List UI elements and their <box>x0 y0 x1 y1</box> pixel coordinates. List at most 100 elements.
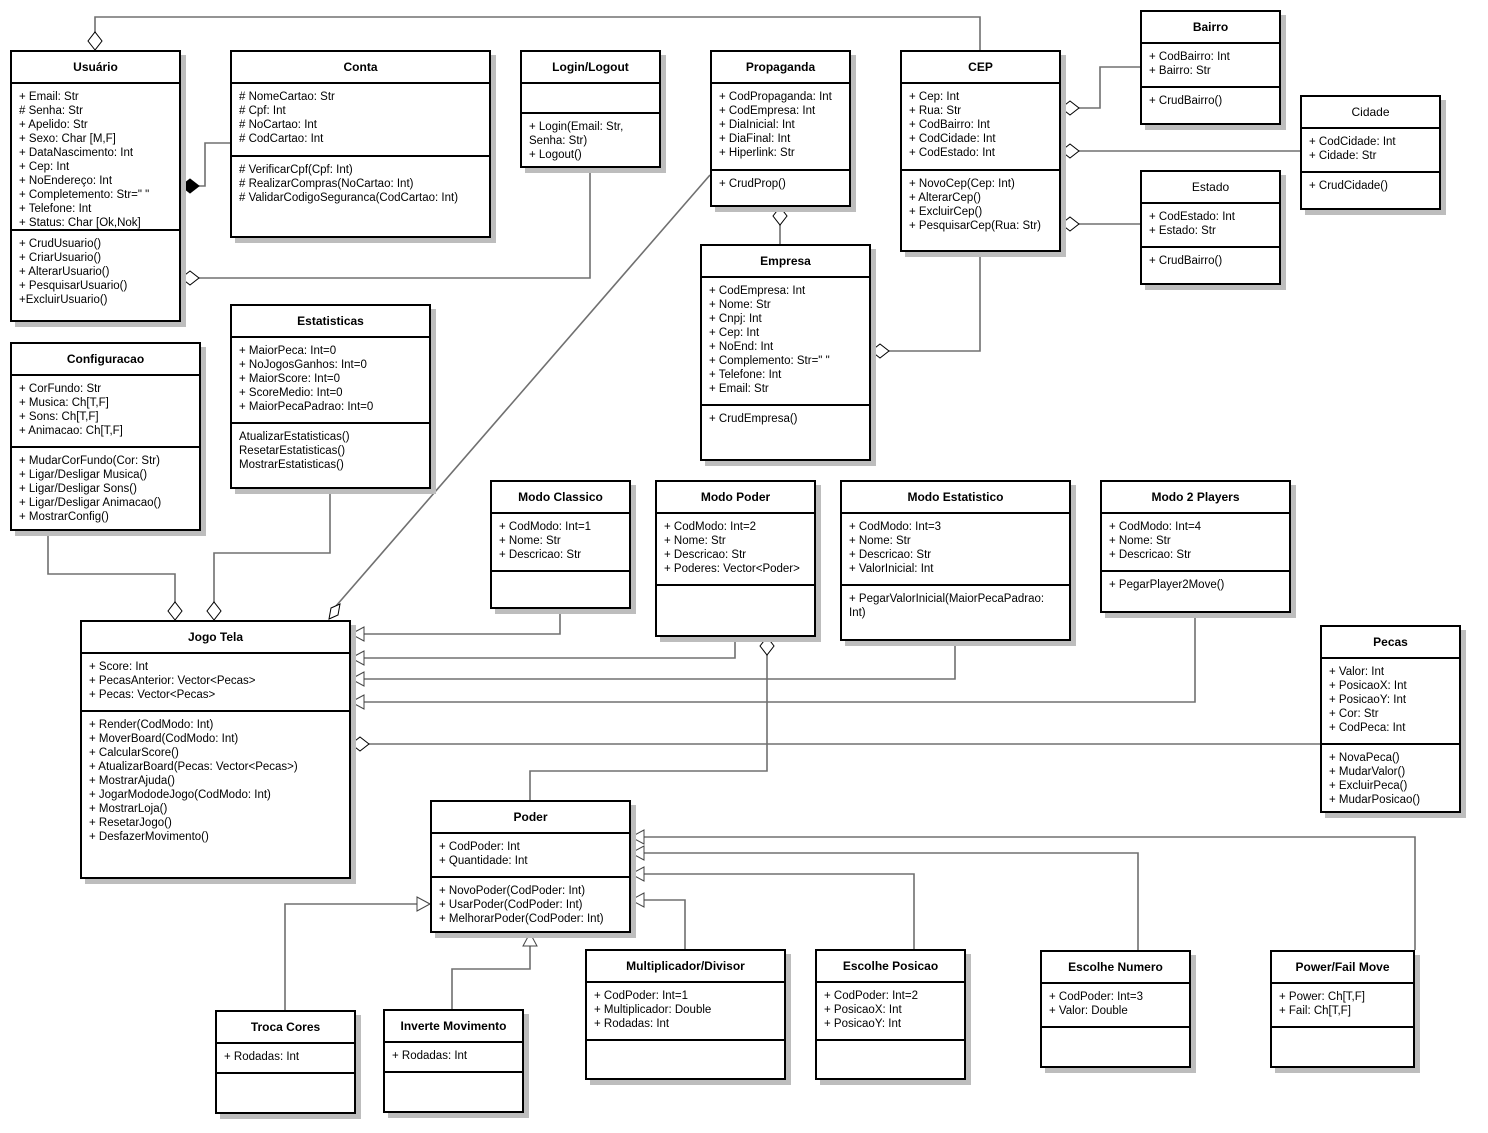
class-inverte-movimento[interactable]: Inverte Movimento+ Rodadas: Int <box>383 1009 524 1113</box>
generalization-arrow <box>349 626 365 642</box>
attribute: + NoEndereço: Int <box>19 175 113 187</box>
class-escolhe-numero[interactable]: Escolhe Numero+ CodPoder: Int=3+ Valor: … <box>1040 950 1191 1068</box>
aggregation-diamond <box>87 31 103 51</box>
aggregation-diamond <box>870 343 890 359</box>
generalization-troca-cores <box>284 903 417 1010</box>
method: + ResetarJogo() <box>89 817 172 829</box>
aggregation-diamond <box>167 601 183 621</box>
attribute: # NomeCartao: Str <box>239 91 335 103</box>
attribute: + Hiperlink: Str <box>719 147 795 159</box>
methods-compartment <box>492 572 629 607</box>
class-bairro[interactable]: Bairro+ CodBairro: Int+ Bairro: Str+ Cru… <box>1140 10 1281 125</box>
generalization-escolhe-posicao <box>644 873 915 949</box>
attributes-compartment: + CodModo: Int=1+ Nome: Str+ Descricao: … <box>492 514 629 572</box>
class-login-logout[interactable]: Login/Logout+ Login(Email: Str, Senha: S… <box>520 50 661 168</box>
method: + NovoPoder(CodPoder: Int) <box>439 885 586 897</box>
methods-compartment: + PegarValorInicial(MaiorPecaPadrao: Int… <box>842 586 1069 639</box>
attribute: + Pecas: Vector<Pecas> <box>89 689 216 701</box>
attribute: + MaiorPeca: Int=0 <box>239 345 337 357</box>
attribute: + CodModo: Int=1 <box>499 521 592 533</box>
attributes-compartment: + Email: Str# Senha: Str+ Apelido: Str+ … <box>12 84 179 231</box>
attribute: + PosicaoX: Int <box>824 1004 902 1016</box>
attribute: + Sons: Ch[T,F] <box>19 411 99 423</box>
method: + PesquisarUsuario() <box>19 280 128 292</box>
attribute: + PecasAnterior: Vector<Pecas> <box>89 675 256 687</box>
attribute: + Descricao: Str <box>499 549 582 561</box>
class-estatisticas[interactable]: Estatisticas+ MaiorPeca: Int=0+ NoJogosG… <box>230 304 431 489</box>
generalization-arrow <box>629 892 645 908</box>
methods-compartment <box>817 1041 964 1078</box>
class-escolhe-posicao[interactable]: Escolhe Posicao+ CodPoder: Int=2+ Posica… <box>815 949 966 1080</box>
class-modo-classico[interactable]: Modo Classico+ CodModo: Int=1+ Nome: Str… <box>490 480 631 609</box>
class-pecas[interactable]: Pecas+ Valor: Int+ PosicaoX: Int+ Posica… <box>1320 625 1461 813</box>
attribute: + DiaFinal: Int <box>719 133 791 145</box>
attribute: + MaiorPecaPadrao: Int=0 <box>239 401 374 413</box>
class-troca-cores[interactable]: Troca Cores+ Rodadas: Int <box>215 1010 356 1114</box>
methods-compartment: + MudarCorFundo(Cor: Str)+ Ligar/Desliga… <box>12 448 199 529</box>
attribute: + Apelido: Str <box>19 119 88 131</box>
method: + CrudBairro() <box>1149 255 1223 267</box>
class-name: Conta <box>232 52 489 84</box>
class-name: CEP <box>902 52 1059 84</box>
class-poder[interactable]: Poder+ CodPoder: Int+ Quantidade: Int+ N… <box>430 800 631 933</box>
attributes-compartment: + CodPoder: Int+ Quantidade: Int <box>432 834 629 878</box>
class-modo-poder[interactable]: Modo Poder+ CodModo: Int=2+ Nome: Str+ D… <box>655 480 816 637</box>
attribute: + Cidade: Str <box>1309 150 1377 162</box>
aggregation-diamond <box>328 603 341 620</box>
methods-compartment <box>217 1074 354 1112</box>
attribute: + DiaInicial: Int <box>719 119 795 131</box>
method: + CrudBairro() <box>1149 95 1223 107</box>
class-power-fail-move[interactable]: Power/Fail Move+ Power: Ch[T,F]+ Fail: C… <box>1270 950 1415 1068</box>
method: + PesquisarCep(Rua: Str) <box>909 220 1041 232</box>
attributes-compartment: + Rodadas: Int <box>217 1044 354 1074</box>
attribute: + CodCidade: Int <box>909 133 996 145</box>
attribute: + Complemento: Str=" " <box>709 355 830 367</box>
method: # RealizarCompras(NoCartao: Int) <box>239 178 414 190</box>
method: + UsarPoder(CodPoder: Int) <box>439 899 583 911</box>
method: + MostrarConfig() <box>19 511 109 523</box>
class-multiplicador-divisor[interactable]: Multiplicador/Divisor+ CodPoder: Int=1+ … <box>585 949 786 1080</box>
aggregation-diamond <box>180 270 200 286</box>
class-cidade[interactable]: Cidade+ CodCidade: Int+ Cidade: Str+ Cru… <box>1300 95 1441 210</box>
class-configuracao[interactable]: Configuracao+ CorFundo: Str+ Musica: Ch[… <box>10 342 201 531</box>
attribute: + Cnpj: Int <box>709 313 762 325</box>
aggregation-diamond <box>206 601 222 621</box>
methods-compartment: + CrudEmpresa() <box>702 406 869 459</box>
methods-compartment: + NovaPeca()+ MudarValor()+ ExcluirPeca(… <box>1322 745 1459 811</box>
attributes-compartment: + Valor: Int+ PosicaoX: Int+ PosicaoY: I… <box>1322 659 1459 745</box>
class-name: Bairro <box>1142 12 1279 44</box>
method: # ValidarCodigoSeguranca(CodCartao: Int) <box>239 192 459 204</box>
class-propaganda[interactable]: Propaganda+ CodPropaganda: Int+ CodEmpre… <box>710 50 851 207</box>
generalization-arrow <box>522 931 538 947</box>
class-name: Escolhe Posicao <box>817 951 964 983</box>
attribute: + Email: Str <box>709 383 769 395</box>
attribute: + Nome: Str <box>664 535 726 547</box>
attribute: + Cep: Int <box>19 161 70 173</box>
method: + CrudEmpresa() <box>709 413 798 425</box>
attribute: + Email: Str <box>19 91 79 103</box>
class-cep[interactable]: CEP+ Cep: Int+ Rua: Str+ CodBairro: Int+… <box>900 50 1061 252</box>
class-name: Usuário <box>12 52 179 84</box>
attributes-compartment: + Power: Ch[T,F]+ Fail: Ch[T,F] <box>1272 984 1413 1028</box>
attribute: + Telefone: Int <box>19 203 92 215</box>
class-jogo-tela[interactable]: Jogo Tela+ Score: Int+ PecasAnterior: Ve… <box>80 620 351 879</box>
attribute: + Valor: Int <box>1329 666 1385 678</box>
class-empresa[interactable]: Empresa+ CodEmpresa: Int+ Nome: Str+ Cnp… <box>700 244 871 461</box>
class-usuario[interactable]: Usuário+ Email: Str# Senha: Str+ Apelido… <box>10 50 181 322</box>
class-name: Power/Fail Move <box>1272 952 1413 984</box>
methods-compartment <box>1272 1028 1413 1066</box>
attribute: + Rodadas: Int <box>392 1050 468 1062</box>
method: + JogarMododeJogo(CodModo: Int) <box>89 789 271 801</box>
attribute: + CodBairro: Int <box>909 119 990 131</box>
class-conta[interactable]: Conta# NomeCartao: Str# Cpf: Int# NoCart… <box>230 50 491 238</box>
class-modo-2-players[interactable]: Modo 2 Players+ CodModo: Int=4+ Nome: St… <box>1100 480 1291 613</box>
methods-compartment <box>657 586 814 635</box>
class-estado[interactable]: Estado+ CodEstado: Int+ Estado: Str+ Cru… <box>1140 170 1281 285</box>
attributes-compartment: + Cep: Int+ Rua: Str+ CodBairro: Int+ Co… <box>902 84 1059 171</box>
assoc-cep-bairro <box>1079 66 1140 109</box>
method: + Ligar/Desligar Musica() <box>19 469 148 481</box>
class-name: Modo Estatistico <box>842 482 1069 514</box>
class-modo-estatistico[interactable]: Modo Estatistico+ CodModo: Int=3+ Nome: … <box>840 480 1071 641</box>
method: ResetarEstatisticas() <box>239 445 346 457</box>
